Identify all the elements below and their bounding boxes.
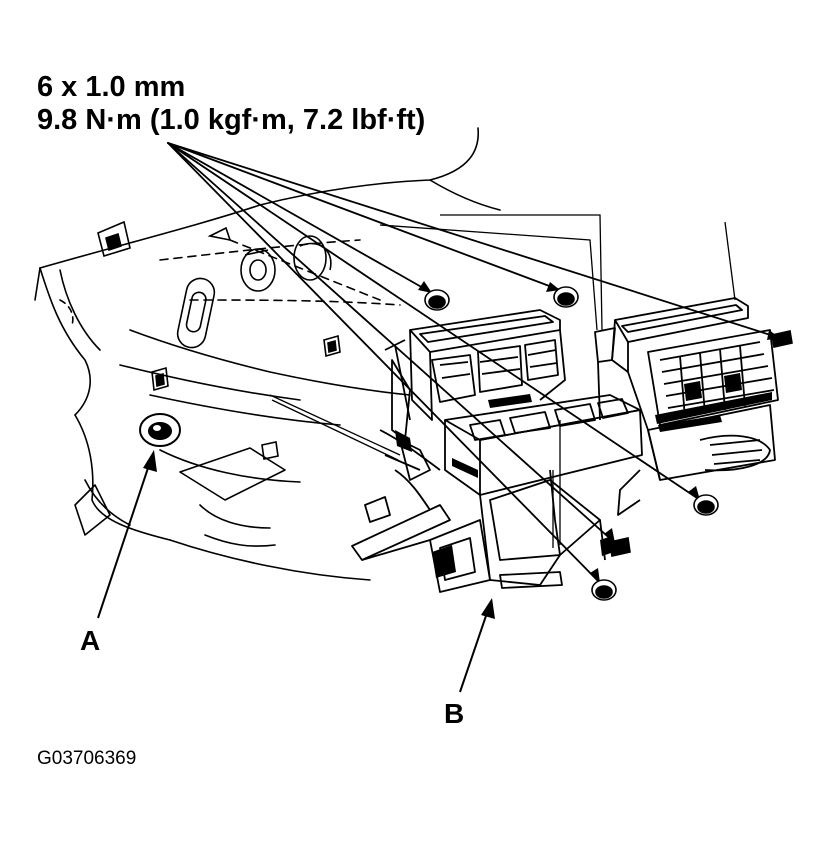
callout-arrow-b [459, 598, 495, 693]
nut-1 [424, 289, 450, 311]
nut-3 [771, 330, 793, 348]
heater-shading [395, 394, 614, 578]
bolt-nuts [424, 286, 793, 601]
nut-5 [609, 537, 631, 557]
callout-arrow-a [97, 450, 157, 619]
callout-label-a: A [80, 625, 101, 656]
dashboard-outline [34, 127, 501, 581]
figure-id: G03706369 [37, 748, 137, 769]
connecting-rods [269, 214, 736, 548]
grommet-a [139, 413, 181, 447]
nut-4 [693, 494, 719, 516]
callout-label-b: B [444, 698, 465, 729]
spec-arrowheads [418, 281, 780, 583]
nut-2 [553, 286, 579, 308]
firewall-features [97, 220, 341, 460]
spec-leader-lines [167, 142, 781, 584]
bolt-size-label: 6 x 1.0 mm [37, 71, 186, 103]
heater-unit [351, 309, 643, 593]
nut-6 [591, 579, 617, 601]
blower-shading [655, 373, 772, 432]
torque-spec-label: 9.8 N·m (1.0 kgf·m, 7.2 lbf·ft) [37, 104, 426, 136]
